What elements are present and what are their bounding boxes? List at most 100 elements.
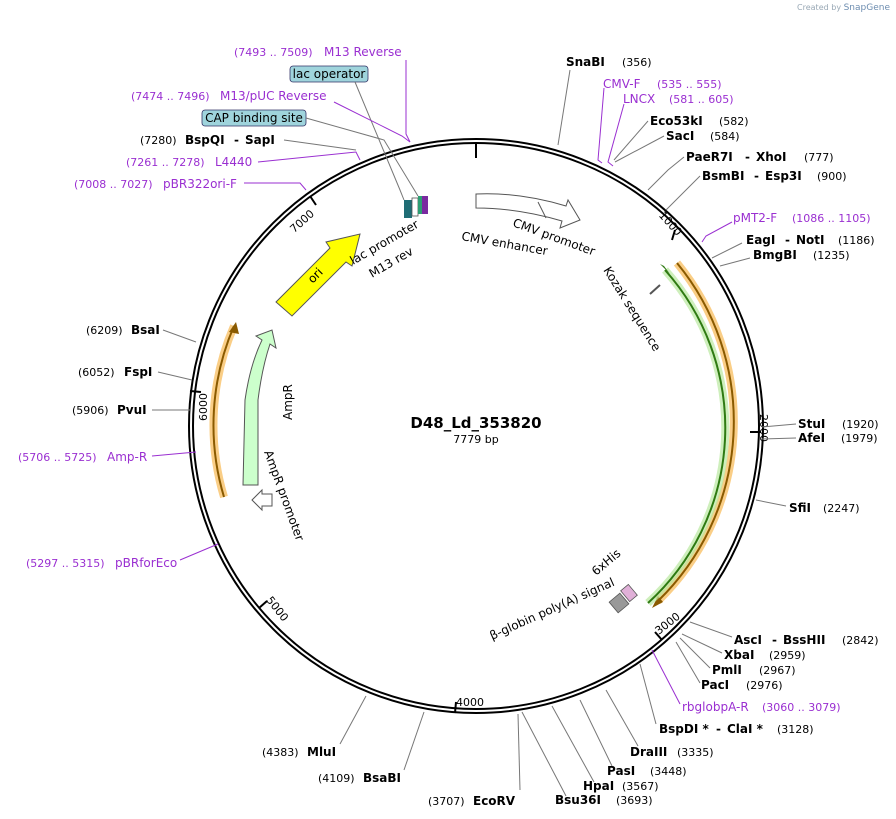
- noti-sep: -: [785, 233, 790, 247]
- lac-operator-leader: [354, 81, 405, 201]
- backbone-outer: [188, 138, 764, 714]
- lncx-leader: [607, 103, 625, 167]
- eco53ki-leader: [613, 120, 649, 161]
- pmli-name: PmlI: [712, 663, 742, 677]
- ampr-label: AmpR: [281, 384, 295, 420]
- clai-name: ClaI *: [727, 722, 764, 736]
- pbrforeco-range: (5297 .. 5315): [26, 557, 105, 570]
- saci-pos: (584): [710, 130, 740, 143]
- snapgene-credit: Created by SnapGene: [797, 3, 890, 13]
- fspi-pos: (6052): [78, 366, 115, 379]
- xbai-name: XbaI: [724, 648, 754, 662]
- snapgene-logo-text: SnapGene: [843, 3, 890, 13]
- sapi-name: SapI: [245, 133, 275, 147]
- sapi-sep: -: [234, 133, 239, 147]
- ampr-primer-leader: [151, 451, 197, 457]
- bspdi-leader: [639, 663, 657, 725]
- saci-leader: [614, 135, 665, 163]
- tick-3000: [654, 631, 663, 641]
- afei-name: AfeI: [798, 431, 825, 445]
- pbrforeco-name: pBRforEco: [115, 556, 177, 570]
- left-orange-arrowhead: [229, 322, 239, 334]
- hpai-leader: [551, 705, 595, 783]
- bsu36i-name: Bsu36I: [555, 793, 601, 807]
- bsmbi-leader: [665, 175, 701, 211]
- polya-label: β-globin poly(A) signal: [488, 575, 617, 643]
- ampr-promoter-arrow: [251, 488, 273, 512]
- bspqi-name: BspQI: [185, 133, 225, 147]
- stui-pos: (1920): [842, 418, 879, 431]
- pmli-leader: [679, 637, 711, 669]
- mlui-pos: (4383): [262, 746, 299, 759]
- bsabi-leader: [403, 711, 425, 771]
- asci-leader: [689, 621, 733, 638]
- m13puc-leader: [333, 101, 411, 143]
- asci-name: AscI: [734, 633, 762, 647]
- afei-leader: [761, 437, 797, 440]
- esp3i-sep: -: [754, 169, 759, 183]
- green-feature-line: [647, 269, 727, 604]
- mlui-name: MluI: [307, 745, 336, 759]
- plasmid-length: 7779 bp: [453, 433, 498, 446]
- bspdi-pos: (3128): [777, 723, 814, 736]
- lncx-range: (581 .. 605): [669, 93, 734, 106]
- eco53ki-name: Eco53kI: [650, 114, 703, 128]
- orange-arrowhead: [652, 596, 663, 608]
- kozak-label: Kozak sequence: [600, 264, 663, 354]
- lac-promoter-block: [404, 200, 412, 218]
- tick-label-1000: 1000: [656, 209, 684, 239]
- bsmbi-pos: (900): [817, 170, 847, 183]
- lac-operator-block: [411, 197, 419, 217]
- paci-leader: [675, 641, 701, 684]
- ecorv-pos: (3707): [428, 795, 465, 808]
- m13-reverse-name: M13 Reverse: [324, 45, 402, 59]
- eco53ki-pos: (582): [719, 115, 749, 128]
- pmt2f-name: pMT2-F: [733, 211, 777, 225]
- amp-r-name: Amp-R: [107, 450, 147, 464]
- tick-5000: [258, 600, 268, 609]
- plasmid-name: D48_Ld_353820: [410, 414, 541, 432]
- tick-label-2000: 2000: [757, 414, 770, 442]
- xbai-leader: [681, 633, 723, 654]
- sfii-pos: (2247): [823, 502, 860, 515]
- bsmbi-name: BsmBI: [702, 169, 744, 183]
- asci-pos: (2842): [842, 634, 879, 647]
- mlui-leader: [339, 695, 367, 745]
- rbglobpa-name: rbglobpA-R: [682, 700, 749, 714]
- bmgbi-leader: [719, 257, 751, 267]
- cap-site-block: [418, 196, 422, 214]
- lac-operator-label: lac operator: [293, 67, 366, 81]
- tick-label-4000: 4000: [456, 696, 484, 709]
- pmli-pos: (2967): [759, 664, 796, 677]
- pasi-pos: (3448): [650, 765, 687, 778]
- pvui-name: PvuI: [117, 403, 147, 417]
- cmv-arrow: [475, 193, 581, 229]
- pmt2f-leader: [701, 221, 733, 243]
- m13puc-range: (7474 .. 7496): [131, 90, 210, 103]
- ecorv-leader: [517, 713, 521, 791]
- cmv-divider: [537, 201, 547, 219]
- his-tag-block: [620, 583, 638, 603]
- cmv-f-name: CMV-F: [603, 77, 641, 91]
- sfii-leader: [755, 499, 787, 507]
- bsai-leader: [162, 329, 197, 343]
- cap-leader: [305, 117, 419, 197]
- tick-label-6000: 6000: [197, 393, 210, 421]
- tick-4000: [454, 701, 457, 714]
- bspqi-pos: (7280): [140, 134, 177, 147]
- snabi-pos: (356): [622, 56, 652, 69]
- cmv-f-range: (535 .. 555): [657, 78, 722, 91]
- polya-block: [608, 592, 630, 614]
- credit-text: Created by: [797, 3, 842, 12]
- green-arrowhead: [660, 264, 670, 274]
- paci-pos: (2976): [746, 679, 783, 692]
- bsshii-sep: -: [772, 633, 777, 647]
- saci-name: SacI: [666, 129, 694, 143]
- noti-name: NotI: [796, 233, 825, 247]
- pmt2f-range: (1086 .. 1105): [792, 212, 871, 225]
- bsu36i-leader: [521, 711, 567, 797]
- insert-features: [645, 260, 738, 608]
- bsabi-name: BsaBI: [363, 771, 401, 785]
- stui-name: StuI: [798, 417, 825, 431]
- left-orange-line: [212, 325, 235, 498]
